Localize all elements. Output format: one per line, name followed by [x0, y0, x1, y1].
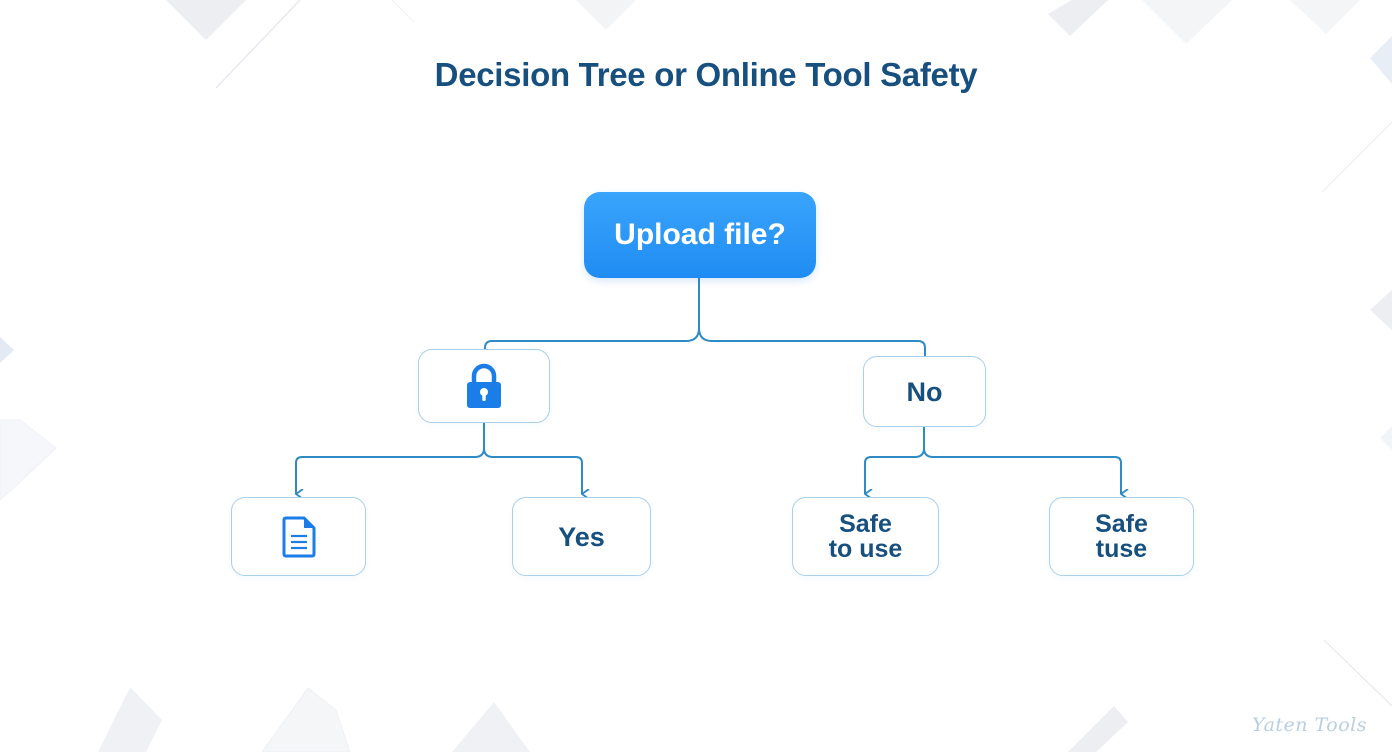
- diagram-title: Decision Tree or Online Tool Safety: [434, 56, 978, 93]
- document-icon: [282, 516, 315, 557]
- node-yes[interactable]: Yes: [512, 497, 651, 576]
- node-safe-tuse-line2: tuse: [1095, 534, 1148, 563]
- node-safe-tuse-line1: Safe: [1095, 509, 1148, 538]
- node-no-label: No: [906, 376, 943, 407]
- watermark: Yaten Tools: [1252, 714, 1367, 736]
- node-document[interactable]: [231, 497, 366, 576]
- root-node-label: Upload file?: [614, 218, 786, 251]
- root-node-upload-file[interactable]: Upload file?: [584, 192, 816, 278]
- node-safe-to-use[interactable]: Safe to use: [792, 497, 939, 576]
- node-yes-label: Yes: [558, 521, 605, 552]
- lock-icon: [467, 363, 501, 408]
- node-safe-to-use-line1: Safe: [839, 509, 892, 538]
- node-lock[interactable]: [418, 349, 550, 423]
- node-no[interactable]: No: [863, 356, 986, 427]
- node-safe-to-use-line2: to use: [828, 534, 903, 563]
- node-safe-tuse[interactable]: Safe tuse: [1049, 497, 1194, 576]
